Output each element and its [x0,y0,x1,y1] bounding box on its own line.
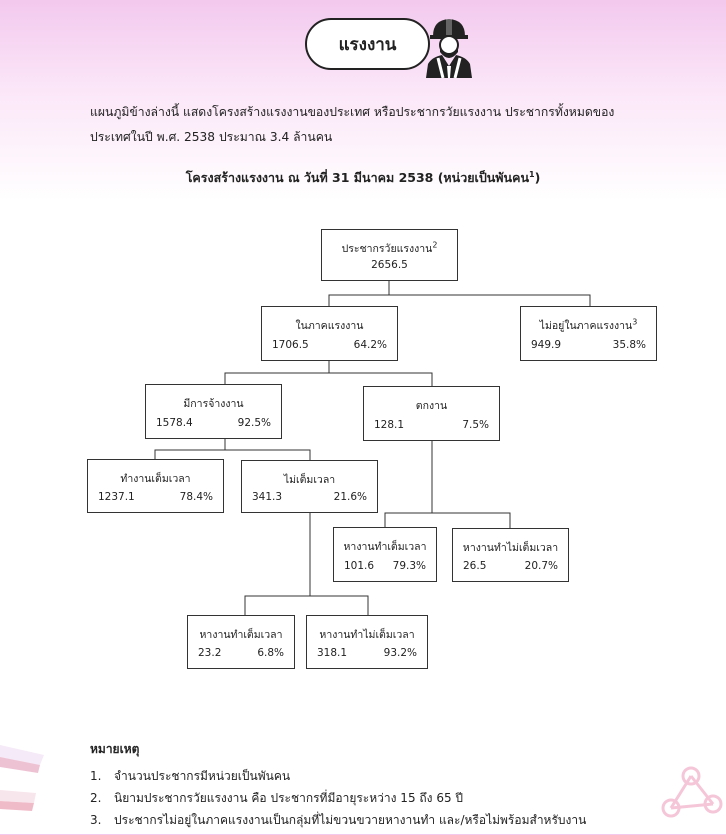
node-percent: 21.6% [333,491,367,503]
node-label: หางานทำเต็มเวลา [199,629,283,641]
node-label: ประชากรวัยแรงงาน2 [341,240,438,256]
node-in-labor-force: ในภาคแรงงาน 1706.5 64.2% [261,306,398,361]
node-value: 318.1 [317,647,348,659]
node-percent: 79.3% [392,560,426,572]
node-value: 341.3 [252,491,283,503]
node-part-time: ไม่เต็มเวลา 341.3 21.6% [241,460,378,513]
node-label: ตกงาน [415,400,448,412]
node-value: 1578.4 [156,417,193,429]
node-label: มีการจ้างงาน [183,398,244,410]
node-unemployed-seeking-part-time: หางานทำไม่เต็มเวลา 26.5 20.7% [452,528,569,582]
node-percent: 35.8% [612,339,646,351]
node-full-time: ทำงานเต็มเวลา 1237.1 78.4% [87,459,224,513]
notes-section: หมายเหตุ 1.จำนวนประชากรมีหน่วยเป็นพันคน … [90,740,586,831]
note-item: 1.จำนวนประชากรมีหน่วยเป็นพันคน [90,769,291,783]
node-percent: 93.2% [383,647,417,659]
node-not-in-labor-force: ไม่อยู่ในภาคแรงงาน3 949.9 35.8% [520,306,657,361]
intro-paragraph: แผนภูมิข้างล่างนี้ แสดงโครงสร้างแรงงานขอ… [90,105,615,144]
node-value: 1706.5 [272,339,309,351]
node-unemployed-seeking-full-time: หางานทำเต็มเวลา 101.6 79.3% [333,527,437,582]
node-label: ทำงานเต็มเวลา [120,473,191,485]
node-value: 128.1 [374,419,405,431]
node-percent: 78.4% [179,491,213,503]
node-unemployed: ตกงาน 128.1 7.5% [363,386,500,441]
subtitle-text: โครงสร้างแรงงาน ณ วันที่ 31 มีนาคม 2538 … [185,170,529,185]
node-value: 2656.5 [371,259,408,271]
node-label: ไม่อยู่ในภาคแรงงาน3 [539,317,638,333]
node-working-age-population: ประชากรวัยแรงงาน2 2656.5 [321,229,458,281]
node-percent: 20.7% [524,560,558,572]
node-label: ไม่เต็มเวลา [283,474,336,486]
node-label: หางานทำเต็มเวลา [343,541,427,553]
decorative-flag-shapes [0,745,44,811]
node-percent: 92.5% [237,417,271,429]
node-part-time-seeking-full-time: หางานทำเต็มเวลา 23.2 6.8% [187,615,295,669]
notes-title: หมายเหตุ [90,742,140,756]
node-percent: 64.2% [353,339,387,351]
chart-subtitle: โครงสร้างแรงงาน ณ วันที่ 31 มีนาคม 2538 … [0,168,726,188]
node-percent: 6.8% [257,647,284,659]
subtitle-footnote-mark: 1 [529,169,535,179]
node-part-time-seeking-part-time: หางานทำไม่เต็มเวลา 318.1 93.2% [306,615,428,669]
node-value: 1237.1 [98,491,135,503]
page-title: แรงงาน [338,34,397,55]
node-value: 26.5 [463,560,487,572]
note-item: 3.ประชากรไม่อยู่ในภาคแรงงานเป็นกลุ่มที่ไ… [90,813,587,827]
title-pill: แรงงาน [305,18,430,70]
node-label: หางานทำไม่เต็มเวลา [462,542,559,554]
decorative-molecule-icon [661,766,723,818]
node-percent: 7.5% [462,419,489,431]
node-value: 23.2 [198,647,222,659]
note-item: 2.นิยามประชากรวัยแรงงาน คือ ประชากรที่มี… [90,791,464,805]
node-value: 949.9 [531,339,562,351]
node-label: หางานทำไม่เต็มเวลา [319,629,415,641]
node-employed: มีการจ้างงาน 1578.4 92.5% [145,384,282,439]
node-value: 101.6 [344,560,375,572]
node-label: ในภาคแรงงาน [295,320,364,332]
subtitle-close: ) [534,170,541,185]
construction-worker-icon [426,19,472,78]
